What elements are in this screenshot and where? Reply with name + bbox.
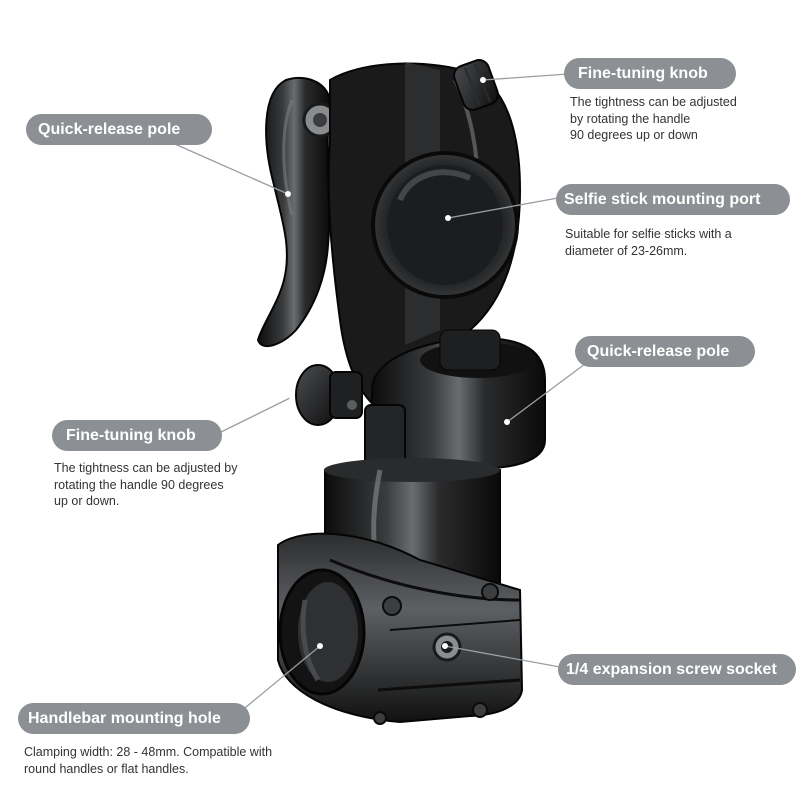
leader-line-quick-release-pole-top: [167, 140, 289, 195]
leader-lines: [167, 73, 586, 713]
label-quick-release-pole-right: Quick-release pole: [575, 336, 755, 367]
leader-line-fine-tuning-knob-left: [220, 396, 293, 433]
label-fine-tuning-knob-left: Fine-tuning knob: [52, 420, 222, 451]
description-handlebar-mounting-hole: Clamping width: 28 - 48mm. Compatible wi…: [24, 745, 273, 776]
label-quick-release-pole-top: Quick-release pole: [26, 114, 212, 145]
leader-line-selfie-stick-port: [447, 197, 559, 219]
clamp-screw: [373, 711, 387, 725]
label-handlebar-mounting-hole: Handlebar mounting hole: [18, 703, 250, 734]
leader-dots: [285, 77, 510, 649]
leader-line-handlebar-mounting-hole: [239, 645, 321, 713]
label-selfie-stick-mounting-port: Selfie stick mounting port: [556, 184, 790, 215]
leader-line-quick-release-pole-right: [506, 363, 586, 423]
description-selfie-stick-mounting-port: Suitable for selfie sticks with a diamet…: [565, 227, 732, 258]
clamp-screw: [382, 596, 402, 616]
label-expansion-screw-socket: 1/4 expansion screw socket: [558, 654, 796, 685]
top-fine-tuning-knob: [453, 59, 499, 111]
label-fine-tuning-knob-top: Fine-tuning knob: [564, 58, 736, 89]
clamp-screw: [481, 583, 499, 601]
leader-line-fine-tuning-knob-top: [482, 73, 569, 81]
leader-line-expansion-screw-socket: [444, 645, 561, 668]
description-fine-tuning-knob-top: The tightness can be adjusted by rotatin…: [570, 95, 737, 142]
clamp-screw: [472, 702, 488, 718]
left-fine-tuning-knob: [295, 364, 363, 426]
description-fine-tuning-knob-left: The tightness can be adjusted by rotatin…: [54, 461, 238, 508]
